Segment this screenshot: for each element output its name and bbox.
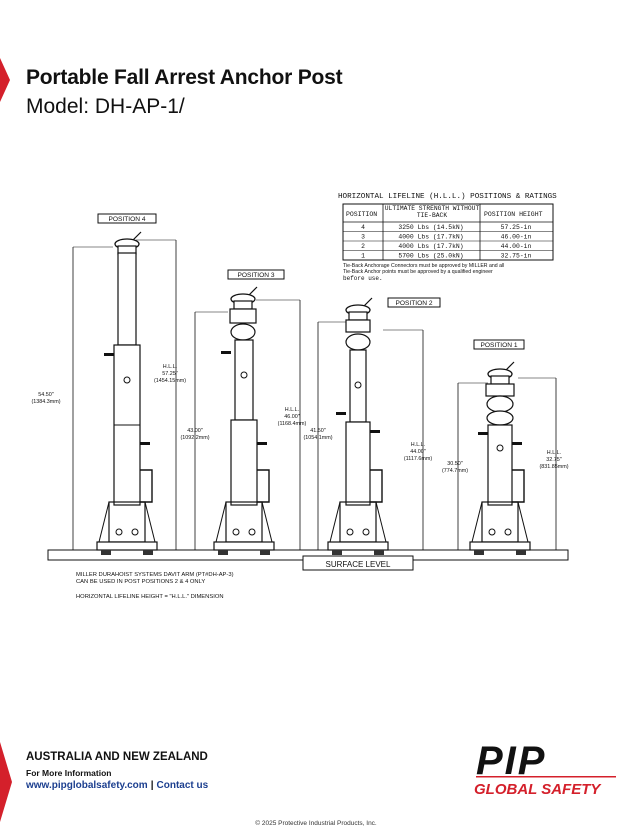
table-header-height: POSITION HEIGHT xyxy=(484,211,543,218)
post-position-1: POSITION 1 30.50" (774.7mm) H.L.L. 32.75… xyxy=(442,339,569,556)
position-3-hll-in: 46.00" xyxy=(284,414,299,420)
davit-note: CAN BE USED IN POST POSITIONS 2 & 4 ONLY xyxy=(76,579,205,585)
davit-note: MILLER DURAHOIST SYSTEMS DAVIT ARM (PT#D… xyxy=(76,572,234,578)
website-link[interactable]: www.pipglobalsafety.com xyxy=(26,780,148,791)
table-cell: 57.25-in xyxy=(501,224,532,231)
table-cell: 2 xyxy=(361,243,365,250)
header-chevron-accent xyxy=(0,58,10,102)
table-header-strength: ULTIMATE STRENGTH WITHOUT TIE-BACK xyxy=(384,205,480,219)
more-info-label: For More Information xyxy=(26,768,112,778)
position-1-hll-label: H.L.L. xyxy=(547,450,561,456)
position-4-overall-mm: (1384.3mm) xyxy=(31,399,60,405)
table-cell: 1 xyxy=(361,253,365,260)
tie-back-note: Tie-Back Anchorage Connectors must be ap… xyxy=(343,263,504,269)
tie-back-note: Tie-Back Anchor points must be approved … xyxy=(343,269,493,275)
table-cell: 32.75-in xyxy=(501,253,532,260)
model-subtitle: Model: DH-AP-1/ xyxy=(26,95,185,118)
position-1-overall-mm: (774.7mm) xyxy=(442,468,468,474)
page-title: Portable Fall Arrest Anchor Post xyxy=(26,66,343,89)
table-cell: 3250 Lbs (14.5kN) xyxy=(398,224,463,231)
logo-sub-text: GLOBAL SAFETY xyxy=(474,781,602,798)
copyright-notice: © 2025 Protective Industrial Products, I… xyxy=(255,820,377,827)
post-position-4: POSITION 4 54.50" (1384.3mm) H.L.L. 57.2… xyxy=(31,213,186,556)
table-cell: 4000 Lbs (17.7kN) xyxy=(398,234,463,241)
position-1-hll-mm: (831.85mm) xyxy=(539,464,568,470)
position-2-hll-in: 44.00" xyxy=(410,449,425,455)
position-2-overall: 41.50" xyxy=(310,428,325,434)
position-3-label: POSITION 3 xyxy=(237,272,274,279)
position-2-overall-mm: (1054.1mm) xyxy=(303,435,332,441)
post-position-3: POSITION 3 43.00" (1092.2mm) H.L.L. 46.0… xyxy=(180,269,307,556)
post-position-2: POSITION 2 41.50" (1054.1mm) H.L.L. 44.0… xyxy=(303,297,441,556)
position-4-overall: 54.50" xyxy=(38,392,53,398)
position-3-overall: 43.00" xyxy=(187,428,202,434)
footer-chevron-accent xyxy=(0,742,12,822)
surface-level-label: SURFACE LEVEL xyxy=(326,560,391,569)
technical-drawing: HORIZONTAL LIFELINE (H.L.L.) POSITIONS &… xyxy=(31,193,569,600)
position-3-hll-label: H.L.L. xyxy=(285,407,299,413)
table-cell: 46.00-in xyxy=(501,234,532,241)
table-cell: 3 xyxy=(361,234,365,241)
table-cell: 4000 Lbs (17.7kN) xyxy=(398,243,463,250)
table-cell: 5700 Lbs (25.0kN) xyxy=(398,253,463,260)
position-4-hll-in: 57.25" xyxy=(162,371,177,377)
position-2-hll-label: H.L.L. xyxy=(411,442,425,448)
position-4-hll-label: H.L.L. xyxy=(163,364,177,370)
tie-back-note: before use. xyxy=(343,275,383,282)
position-2-hll-mm: (1117.6mm) xyxy=(404,456,432,462)
position-1-overall: 30.50" xyxy=(447,461,462,467)
position-3-hll-mm: (1168.4mm) xyxy=(278,421,307,427)
table-title: HORIZONTAL LIFELINE (H.L.L.) POSITIONS &… xyxy=(338,193,557,201)
link-separator: | xyxy=(150,780,154,791)
position-3-overall-mm: (1092.2mm) xyxy=(180,435,209,441)
position-1-label: POSITION 1 xyxy=(480,342,517,349)
position-2-label: POSITION 2 xyxy=(395,300,432,307)
position-4-hll-mm: (1454.15mm) xyxy=(154,378,186,384)
position-1-hll-in: 32.75" xyxy=(546,457,561,463)
ratings-table: POSITION ULTIMATE STRENGTH WITHOUT TIE-B… xyxy=(342,203,554,261)
hll-note: HORIZONTAL LIFELINE HEIGHT = "H.L.L." DI… xyxy=(76,594,224,600)
footer-links: www.pipglobalsafety.com|Contact us xyxy=(26,780,208,791)
contact-us-link[interactable]: Contact us xyxy=(156,780,209,791)
table-header-position: POSITION xyxy=(346,211,377,218)
region-heading: AUSTRALIA AND NEW ZEALAND xyxy=(26,751,208,763)
pip-global-safety-logo: PIP GLOBAL SAFETY xyxy=(474,742,616,798)
table-cell: 44.00-in xyxy=(501,243,532,250)
position-4-label: POSITION 4 xyxy=(108,216,145,223)
table-cell: 4 xyxy=(361,224,365,231)
